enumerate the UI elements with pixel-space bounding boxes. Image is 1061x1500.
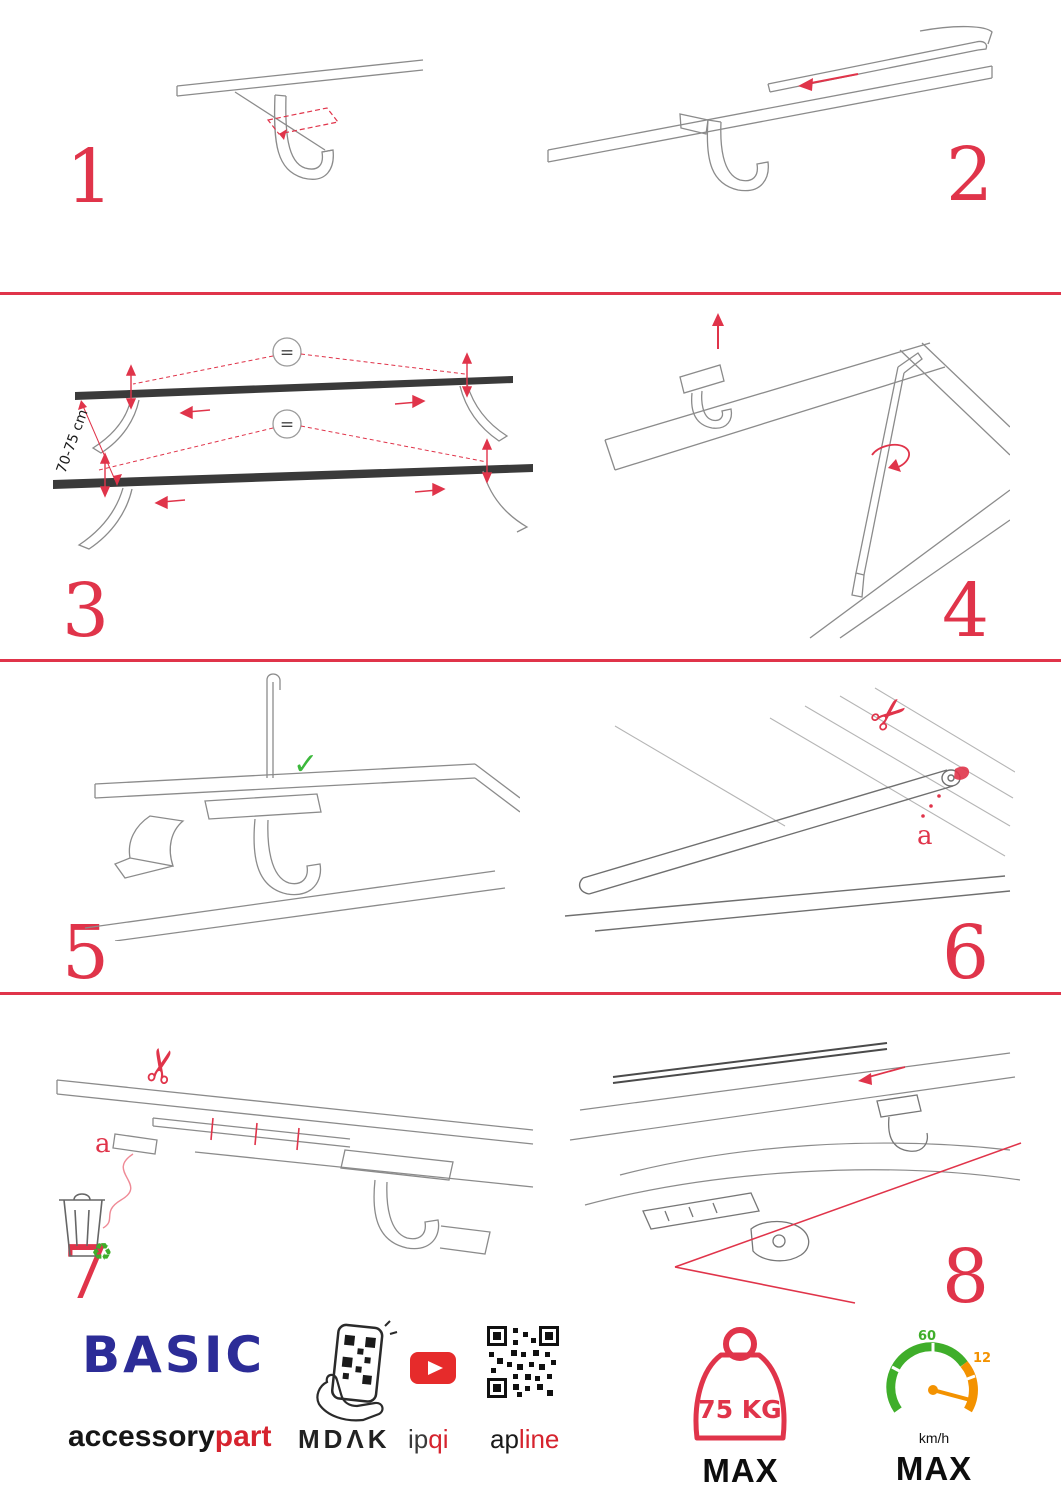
brand-name-red: part (214, 1420, 272, 1453)
weight-limit-value: 75 KG (698, 1395, 781, 1424)
recycle-icon: ♻ (91, 1238, 113, 1266)
equal-symbol-rear: = (280, 415, 294, 435)
apline-red: line (518, 1424, 560, 1454)
step-6-illustration: ✂ a (564, 686, 1015, 932)
alignment-line (674, 1142, 1022, 1304)
speed-low-label: 60 (918, 1329, 936, 1344)
cut-piece-highlight (954, 766, 970, 780)
ipqi-black: ip (408, 1424, 429, 1454)
step-6-number: 6 (942, 910, 990, 996)
section-divider-3 (0, 992, 1061, 995)
youtube-icon (410, 1352, 456, 1384)
brand-logo-basic: BASIC (82, 1326, 266, 1384)
step-5-illustration: ✓ (84, 673, 520, 941)
weight-max-label: MAX (702, 1452, 779, 1489)
speedometer-icon: 60 120 (886, 1329, 990, 1413)
section-divider-1 (0, 292, 1061, 295)
step-4-number: 4 (942, 568, 990, 654)
qr-code-icon (487, 1326, 559, 1398)
step-4-illustration (604, 313, 1010, 639)
step-1-illustration (176, 59, 424, 180)
speedometer-needle (931, 1388, 976, 1403)
weight-limit-icon: 75 KG (693, 1327, 787, 1441)
step-8-number: 8 (942, 1234, 990, 1320)
step-8-illustration (569, 1042, 1022, 1304)
rotate-arrow (871, 443, 911, 472)
insert-arrow (712, 313, 724, 349)
speed-max-label: MAX (895, 1450, 973, 1487)
step-2-number: 2 (946, 132, 994, 218)
section-divider-2 (0, 659, 1061, 662)
partner-logo-ipqi: ipqi (408, 1424, 449, 1455)
ipqi-red: qi (428, 1424, 449, 1454)
bar-distance-label: 70-75 cm (54, 407, 92, 475)
step-2-illustration (547, 25, 993, 192)
trash-bin-icon (59, 1193, 105, 1257)
equal-symbol-front: = (280, 343, 294, 363)
hand-icon (316, 1373, 384, 1422)
apline-black: ap (490, 1424, 519, 1454)
step-7-illustration: ✂ a ♻ (56, 1041, 534, 1266)
speed-high-label: 120 (973, 1351, 990, 1366)
step-3-illustration: = = (53, 337, 533, 550)
step-3-number: 3 (62, 568, 110, 654)
discard-squiggle (102, 1153, 134, 1229)
phone-qr-icon (316, 1320, 398, 1422)
checkmark-icon: ✓ (293, 747, 318, 782)
partner-logo-mdak: MDΛK (298, 1424, 391, 1454)
part-a-label: a (95, 1129, 111, 1159)
step-1-number: 1 (66, 134, 114, 220)
slide-arrow (798, 73, 859, 91)
partner-logo-apline: apline (490, 1424, 559, 1455)
scissors-icon: ✂ (131, 1041, 192, 1090)
speed-unit-label: km/h (918, 1430, 950, 1446)
brand-name-black: accessory (68, 1420, 215, 1453)
part-a-label: a (917, 821, 933, 851)
brand-name-accessorypart: accessorypart (68, 1420, 271, 1454)
